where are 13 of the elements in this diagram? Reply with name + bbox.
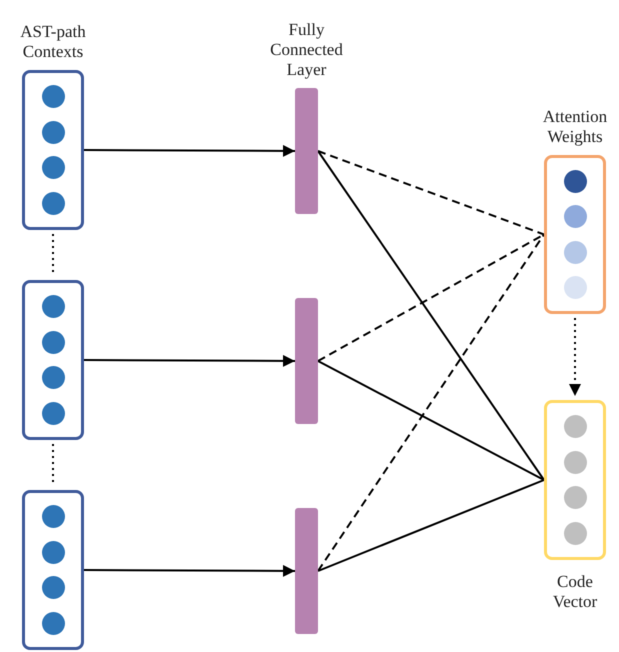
layer-heading: Code Vector	[552, 572, 598, 612]
arrow	[569, 318, 581, 396]
layer-heading: Attention Weights	[542, 107, 608, 147]
layer-heading: AST-path Contexts	[19, 22, 87, 62]
connector-line	[317, 150, 545, 481]
layer-heading: Fully Connected Layer	[269, 20, 344, 80]
arrow	[84, 144, 295, 157]
connector-line	[318, 360, 544, 481]
dashed-line	[317, 234, 545, 572]
arrow	[84, 354, 295, 367]
connector-line	[318, 479, 544, 572]
dashed-line	[318, 150, 544, 236]
arrow	[84, 564, 295, 577]
